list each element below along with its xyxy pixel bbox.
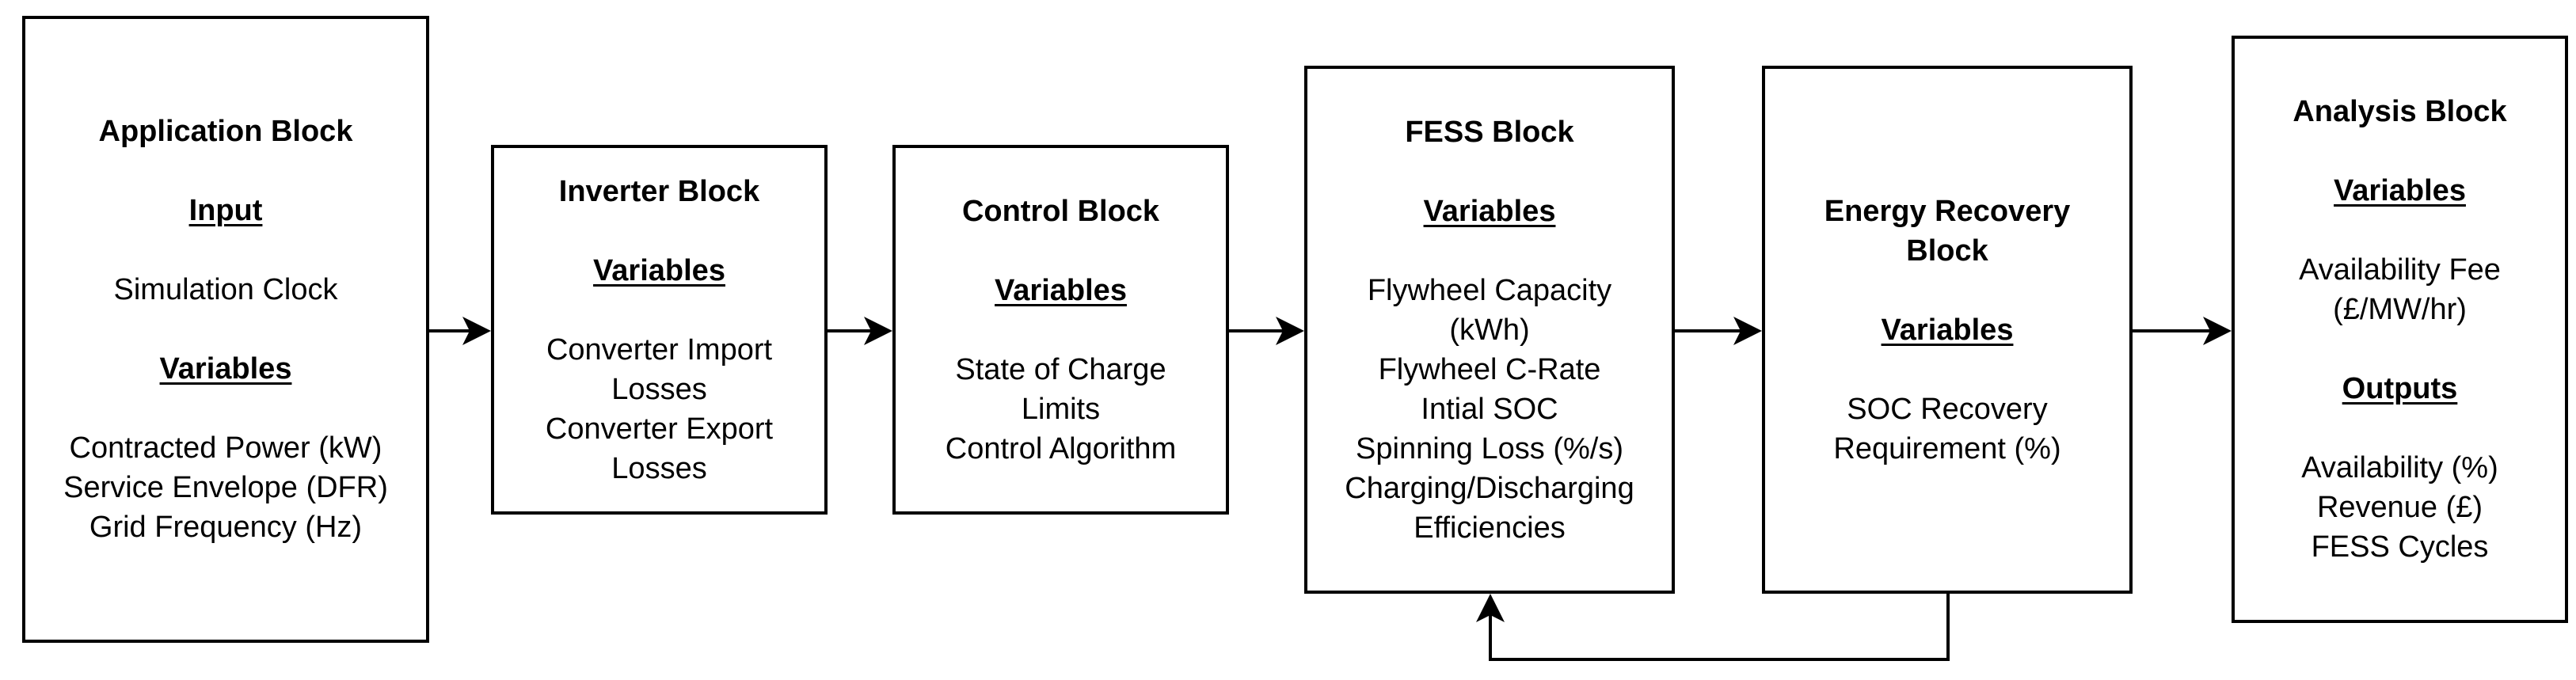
analysis-output-item: Revenue (£) bbox=[2316, 491, 2483, 524]
analysis-block: Analysis Block Variables Availability Fe… bbox=[2232, 36, 2568, 623]
feedback-energy-recovery-to-fess bbox=[1489, 594, 1950, 661]
analysis-output-item: FESS Cycles bbox=[2311, 530, 2489, 564]
arrowhead-analysis bbox=[2203, 317, 2232, 345]
energy-recovery-block: Energy Recovery Block Variables SOC Reco… bbox=[1762, 66, 2133, 594]
energy-recovery-variable-item: Requirement (%) bbox=[1833, 431, 2061, 465]
analysis-variables-heading: Variables bbox=[2334, 174, 2466, 207]
arrowhead-control bbox=[864, 317, 892, 345]
control-block: Control Block Variables State of Charge … bbox=[892, 145, 1229, 515]
fess-variable-item: Spinning Loss (%/s) bbox=[1356, 431, 1623, 465]
fess-variable-item: Charging/Discharging bbox=[1345, 471, 1634, 505]
fess-variables-heading: Variables bbox=[1423, 194, 1556, 228]
fess-variable-item: (kWh) bbox=[1449, 313, 1530, 347]
analysis-output-item: Availability (%) bbox=[2301, 451, 2498, 484]
energy-recovery-block-title-2: Block bbox=[1906, 234, 1988, 268]
analysis-outputs-heading: Outputs bbox=[2342, 372, 2458, 405]
control-variables-heading: Variables bbox=[995, 273, 1127, 307]
fess-variable-item: Intial SOC bbox=[1421, 392, 1558, 426]
fess-variable-item: Flywheel C-Rate bbox=[1378, 352, 1601, 386]
application-variable-item: Grid Frequency (Hz) bbox=[89, 511, 363, 544]
analysis-variable-item: Availability Fee bbox=[2299, 253, 2501, 287]
analysis-variable-item: (£/MW/hr) bbox=[2333, 293, 2467, 326]
application-variable-item: Contracted Power (kW) bbox=[69, 431, 382, 465]
energy-recovery-variables-heading: Variables bbox=[1881, 313, 2014, 347]
inverter-variable-item: Losses bbox=[611, 451, 707, 485]
fess-variable-item: Flywheel Capacity bbox=[1367, 273, 1612, 307]
arrowhead-fess bbox=[1276, 317, 1304, 345]
energy-recovery-block-title: Energy Recovery bbox=[1824, 194, 2071, 228]
control-variable-item: Control Algorithm bbox=[945, 431, 1177, 465]
arrowhead-inverter bbox=[462, 317, 491, 345]
inverter-block: Inverter Block Variables Converter Impor… bbox=[491, 145, 828, 515]
energy-recovery-variable-item: SOC Recovery bbox=[1847, 392, 2048, 426]
inverter-variable-item: Losses bbox=[611, 372, 707, 406]
application-variable-item: Service Envelope (DFR) bbox=[63, 471, 388, 504]
control-variable-item: State of Charge bbox=[955, 352, 1166, 386]
inverter-variables-heading: Variables bbox=[593, 253, 725, 287]
application-input-item: Simulation Clock bbox=[113, 273, 338, 306]
fess-variable-item: Efficiencies bbox=[1414, 511, 1566, 545]
fess-block: FESS Block Variables Flywheel Capacity (… bbox=[1304, 66, 1675, 594]
application-variables-heading: Variables bbox=[159, 352, 292, 386]
application-block: Application Block Input Simulation Clock… bbox=[22, 16, 429, 643]
inverter-variable-item: Converter Import bbox=[546, 332, 773, 367]
inverter-block-title: Inverter Block bbox=[558, 174, 760, 208]
inverter-variable-item: Converter Export bbox=[545, 412, 774, 446]
arrowhead-energy-recovery bbox=[1733, 317, 1762, 345]
control-block-title: Control Block bbox=[961, 194, 1160, 228]
control-variable-item: Limits bbox=[1021, 392, 1101, 426]
arrowhead-feedback-fess bbox=[1476, 594, 1505, 622]
application-input-heading: Input bbox=[188, 194, 263, 227]
application-block-title: Application Block bbox=[98, 115, 353, 148]
fess-block-title: FESS Block bbox=[1405, 115, 1574, 149]
analysis-block-title: Analysis Block bbox=[2293, 95, 2507, 128]
